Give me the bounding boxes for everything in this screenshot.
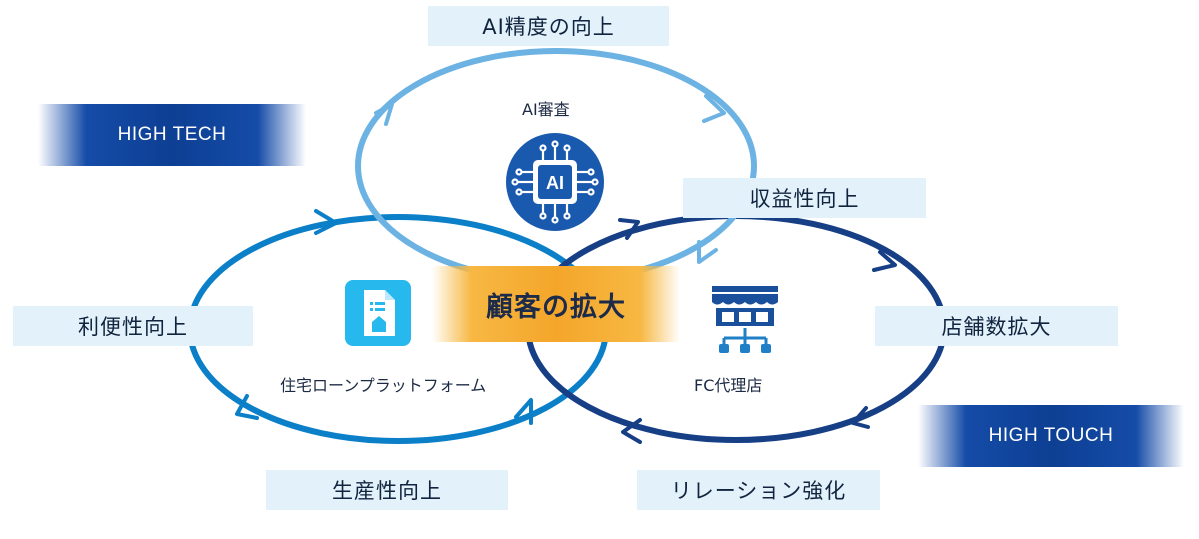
- fc-arrow-top-right: [872, 250, 897, 272]
- fc-arrow-top-left: [618, 218, 640, 240]
- store-expansion-label: 店舗数拡大: [875, 306, 1118, 346]
- fc-arrow-bottom-left: [621, 418, 642, 444]
- relationship-label: リレーション強化: [637, 470, 880, 510]
- svg-text:AI: AI: [546, 173, 564, 193]
- ai-arrow-bottom-right: [697, 240, 718, 264]
- high-touch-badge: HIGH TOUCH: [918, 405, 1184, 467]
- ai-arrow-top-left: [374, 102, 394, 126]
- ai-accuracy-label: AI精度の向上: [428, 6, 669, 46]
- platform-caption: 住宅ローンプラットフォーム: [280, 376, 487, 395]
- platform-arrow-bottom-left: [235, 394, 259, 420]
- storefront-network-icon: [712, 286, 778, 353]
- platform-arrow-bottom-right: [514, 398, 533, 425]
- high-tech-badge: HIGH TECH: [38, 104, 306, 166]
- convenience-label: 利便性向上: [13, 306, 253, 346]
- productivity-label: 生産性向上: [266, 470, 508, 510]
- ai-chip-icon: AI: [506, 133, 604, 231]
- ai-screening-caption: AI審査: [522, 100, 570, 119]
- fc-arrow-bottom-right: [851, 406, 870, 429]
- customer-expansion-center: 顧客の拡大: [432, 266, 680, 342]
- profitability-label: 収益性向上: [683, 178, 926, 218]
- fc-agency-caption: FC代理店: [694, 376, 763, 395]
- ai-arrow-top-right: [702, 94, 726, 123]
- document-house-icon: [345, 280, 411, 346]
- platform-arrow-top: [314, 209, 338, 235]
